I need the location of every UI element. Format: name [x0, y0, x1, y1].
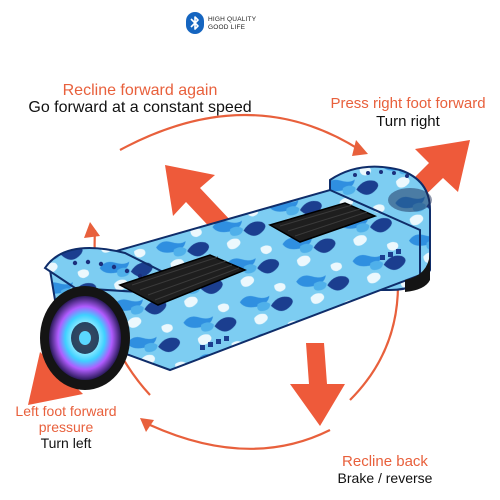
arrowhead-top — [352, 140, 368, 156]
turn-left-title-line1: Left foot forward — [15, 403, 117, 419]
arc-bottom — [149, 423, 331, 450]
arrow-brake — [290, 343, 345, 426]
turn-right-subtitle: Turn right — [376, 113, 440, 130]
badge-line2: GOOD LIFE — [208, 24, 246, 31]
turn-right-title: Press right foot forward — [330, 95, 486, 112]
brake-subtitle: Brake / reverse — [337, 470, 433, 486]
arrow-forward — [165, 165, 232, 236]
arrowhead-left — [84, 222, 100, 238]
brand-badge: HIGH QUALITY GOOD LIFE — [186, 10, 326, 40]
brake-title: Recline back — [342, 453, 428, 470]
left-foot-pad — [118, 254, 247, 306]
bluetooth-icon — [186, 12, 204, 39]
forward-subtitle: Go forward at a constant speed — [28, 99, 252, 116]
turn-left-subtitle: Turn left — [40, 435, 92, 451]
arrowhead-bottom — [140, 418, 154, 432]
hoverboard — [40, 165, 432, 390]
arc-top — [119, 114, 361, 151]
badge-text: HIGH QUALITY GOOD LIFE — [208, 16, 256, 32]
forward-title: Recline forward again — [62, 82, 218, 99]
turn-left-title-line2: pressure — [38, 419, 94, 435]
badge-line1: HIGH QUALITY — [208, 16, 257, 23]
